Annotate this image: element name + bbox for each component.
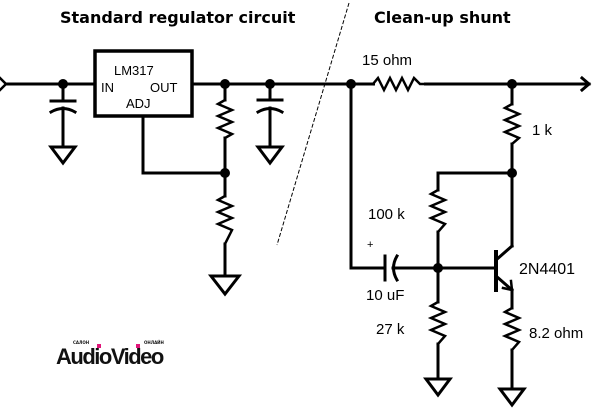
resistor-1k-icon [501,82,523,175]
logo-wordmark: AudioVideo [56,344,164,369]
label-1k: 1 k [532,122,553,139]
logo-accent-dot [97,344,101,348]
resistor-divider-bottom-icon [214,171,236,277]
logo-accent-dot [136,344,140,348]
ground-icon [207,274,243,297]
ground-icon [497,387,527,408]
resistor-100k-icon [427,188,449,270]
capacitor-polarity-mark: + [367,239,373,251]
audiovideo-logo: САЛОН ОНЛАЙН AudioVideo [56,340,165,369]
label-2n4401: 2N4401 [519,261,575,278]
section-divider-line [276,2,350,246]
output-capacitor-icon [255,82,285,148]
pin-in-label: IN [101,80,114,95]
pin-adj-label: ADJ [126,96,151,111]
label-10uf: 10 uF [366,287,404,304]
shunt-feed-wire [349,82,385,270]
input-capacitor-icon [48,82,78,148]
regulator-name: LM317 [114,63,154,78]
resistor-15-ohm-icon [371,75,426,93]
label-15-ohm: 15 ohm [362,52,412,69]
label-8-2-ohm: 8.2 ohm [529,325,583,342]
title-clean-up-shunt: Clean-up shunt [374,8,511,27]
ground-icon [423,377,453,398]
logo-tag-right: ОНЛАЙН [144,340,164,345]
output-arrow-icon [579,75,592,93]
logo-tag-left: САЛОН [73,340,89,345]
label-100k: 100 k [368,206,405,223]
npn-transistor-icon [493,171,515,310]
label-27k: 27 k [376,321,405,338]
ground-icon [48,145,78,166]
capacitor-10uf-icon [383,253,440,283]
resistor-divider-top-icon [214,82,236,175]
pin-out-label: OUT [150,80,178,95]
bias-feed-wire [436,171,514,192]
title-standard-regulator: Standard regulator circuit [60,8,296,27]
resistor-27k-icon [427,266,449,380]
resistor-8-2-ohm-icon [501,306,523,390]
adj-wire [141,115,227,175]
ground-icon [255,145,285,166]
